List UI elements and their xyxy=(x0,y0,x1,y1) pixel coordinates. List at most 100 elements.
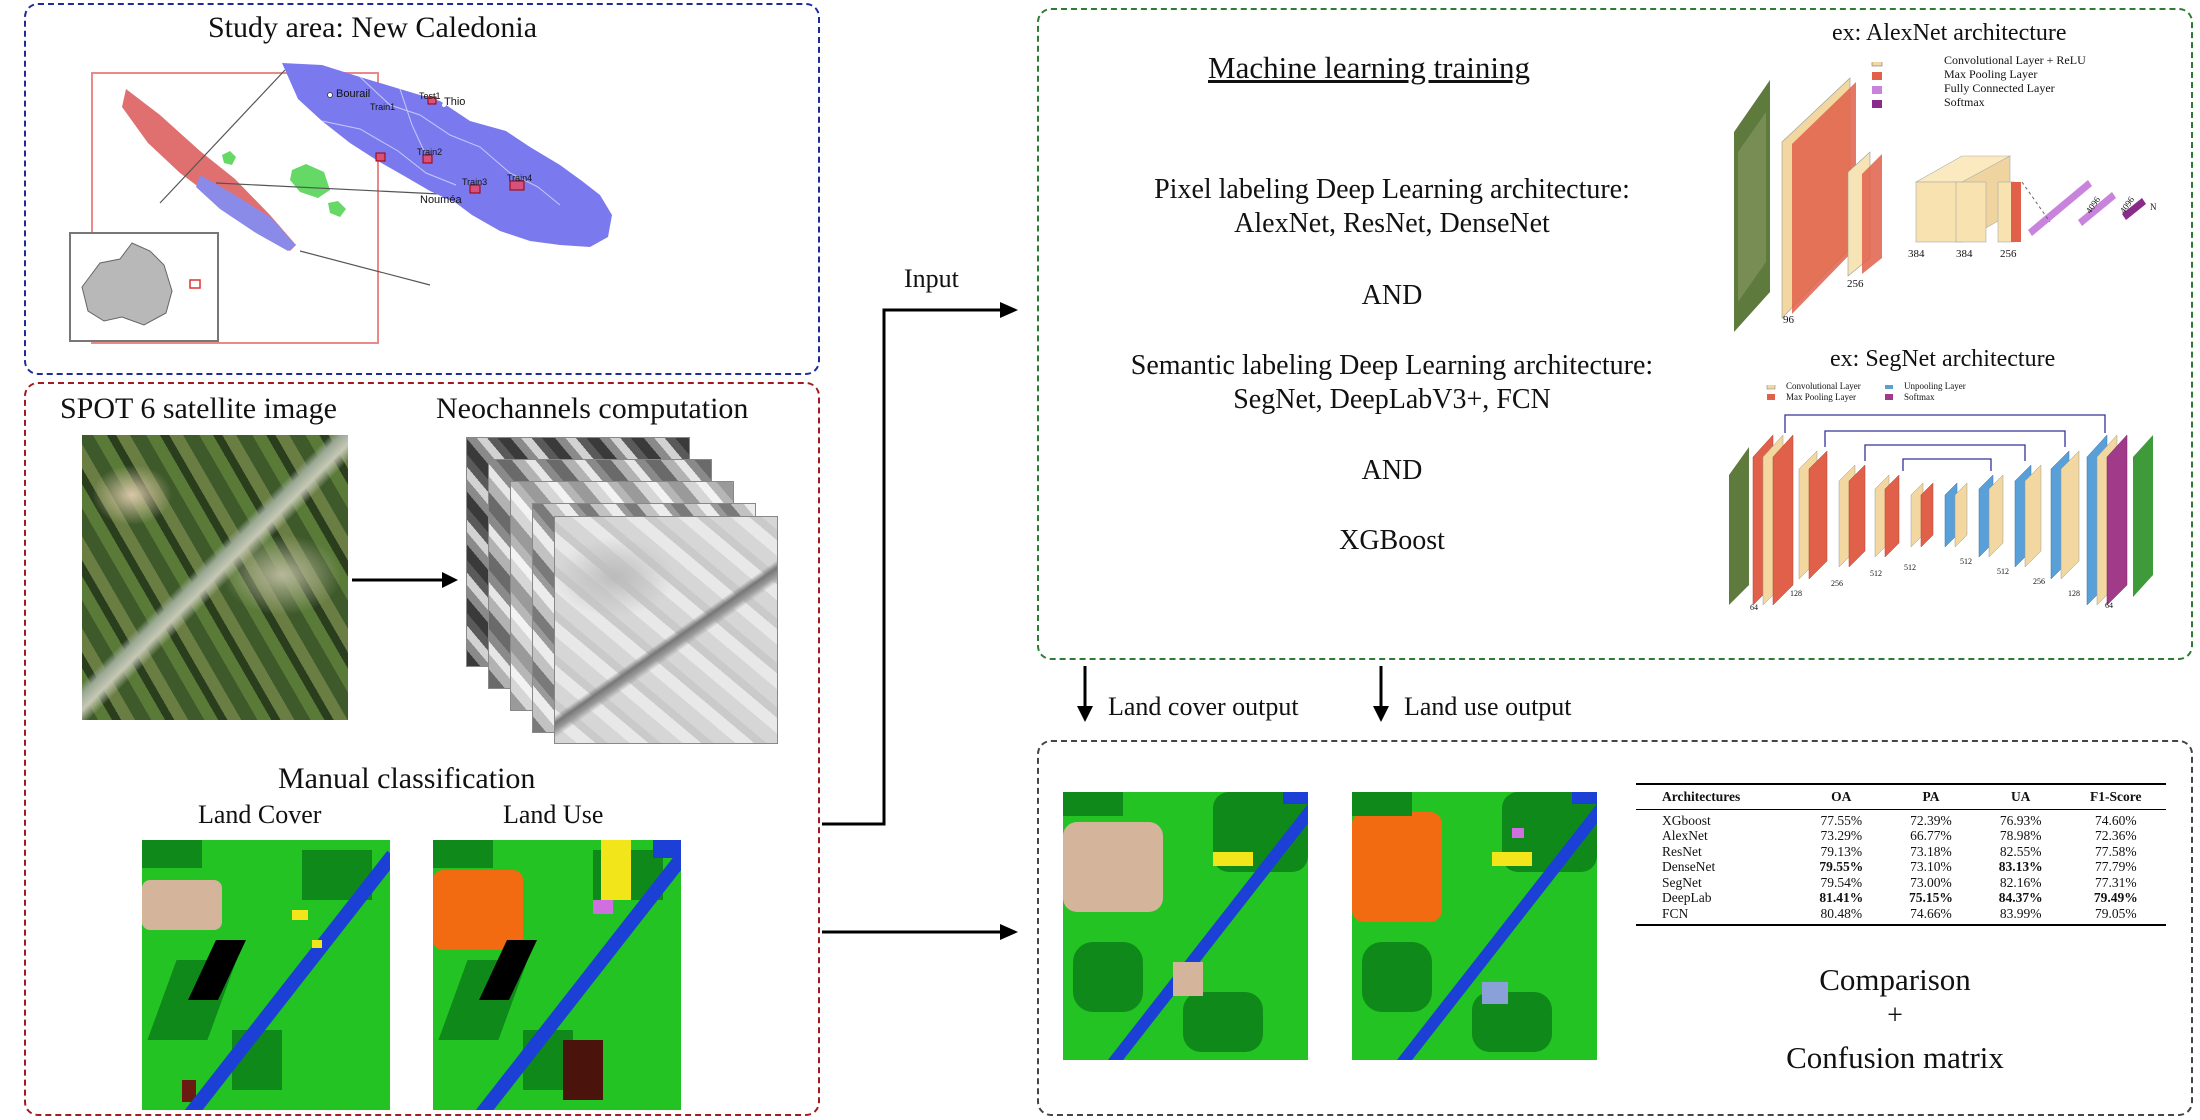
study-area-panel xyxy=(24,3,820,375)
place-thio: Thio xyxy=(444,96,466,108)
table-cell-architecture: AlexNet xyxy=(1662,828,1708,843)
alexnet-size-256a: 256 xyxy=(1847,278,1864,290)
zone-train3: Train3 xyxy=(462,177,488,187)
table-cell-metric: 75.15% xyxy=(1909,890,1953,905)
neochannel-5 xyxy=(554,516,778,744)
table-cell-architecture: ResNet xyxy=(1662,843,1702,859)
alexnet-size-n: N xyxy=(2150,202,2157,212)
segnet-diagram xyxy=(1729,385,2153,606)
place-bourail: Bourail xyxy=(336,88,371,100)
header-f1: F1-Score xyxy=(2090,789,2142,804)
table-cell-architecture: DenseNet xyxy=(1662,859,1716,874)
table-cell-metric: 73.29% xyxy=(1820,828,1863,843)
segnet-size-512b: 512 xyxy=(1904,563,1916,572)
table-cell-metric: 79.05% xyxy=(2094,905,2137,921)
segnet-size-512c: 512 xyxy=(1960,557,1972,566)
header-pa: PA xyxy=(1922,789,1940,804)
table-cell-metric: 77.79% xyxy=(2094,859,2137,874)
segnet-size-256a: 256 xyxy=(1831,579,1843,588)
table-cell-metric: 66.77% xyxy=(1910,828,1952,843)
zone-train4: Train4 xyxy=(507,173,533,183)
semantic-arch-line1: Semantic labeling Deep Learning architec… xyxy=(1130,350,1654,381)
land-use-output-label: Land use output xyxy=(1404,692,1572,721)
table-row: DenseNet 79.55% 73.10% 83.13% 77.79% xyxy=(1636,859,2166,875)
alexnet-legend-softmax: Softmax xyxy=(1944,95,1985,109)
alexnet-size-384a: 384 xyxy=(1908,248,1925,260)
table-cell-metric: 73.00% xyxy=(1910,874,1952,890)
table-cell-metric: 79.13% xyxy=(1820,843,1863,859)
grande-terre-zoom xyxy=(282,63,612,247)
segnet-size-512d: 512 xyxy=(1997,567,2009,576)
zoom-box xyxy=(91,72,379,344)
table-cell-metric: 72.39% xyxy=(1910,812,1952,828)
land-use-label: Land Use xyxy=(503,800,604,829)
table-cell-metric: 79.55% xyxy=(1819,859,1864,874)
table-cell-metric: 77.55% xyxy=(1820,812,1863,828)
new-caledonia-map xyxy=(69,63,612,344)
table-cell-metric: 78.98% xyxy=(1999,828,2042,843)
segnet-size-512a: 512 xyxy=(1870,569,1882,578)
input-data-panel xyxy=(24,382,820,1116)
header-architectures: Architectures xyxy=(1662,789,1741,804)
table-cell-metric: 74.66% xyxy=(1910,905,1952,921)
ml-title: Machine learning training xyxy=(1208,50,1530,85)
table-cell-metric: 81.41% xyxy=(1819,890,1864,905)
segnet-legend-conv: Convolutional Layer xyxy=(1786,381,1861,391)
comparison-label: Comparison xyxy=(1819,962,1971,997)
ml-training-panel xyxy=(1037,8,2193,660)
land-cover-label: Land Cover xyxy=(198,800,322,829)
spot6-image xyxy=(82,435,348,720)
land-cover-map xyxy=(142,840,390,1110)
table-cell-metric: 83.13% xyxy=(1998,859,2043,874)
arrow-spot-to-neo xyxy=(352,572,458,588)
table-cell-metric: 76.93% xyxy=(1999,812,2042,828)
place-noumea: Nouméa xyxy=(420,194,462,206)
spot-title: SPOT 6 satellite image xyxy=(60,392,337,425)
segnet-caption: ex: SegNet architecture xyxy=(1830,346,2056,372)
zone-test1: Test1 xyxy=(419,91,441,101)
alexnet-diagram xyxy=(1734,62,2146,332)
alexnet-legend-fc: Fully Connected Layer xyxy=(1944,81,2055,95)
pixel-arch-line1: Pixel labeling Deep Learning architectur… xyxy=(1154,174,1630,205)
table-cell-metric: 73.18% xyxy=(1910,843,1952,859)
table-cell-architecture: XGboost xyxy=(1662,812,1711,828)
table-cell-architecture: DeepLab xyxy=(1662,890,1712,905)
alexnet-size-256b: 256 xyxy=(2000,248,2017,260)
xgboost-label: XGBoost xyxy=(1339,525,1445,556)
neochannels-title: Neochannels computation xyxy=(436,392,749,425)
table-cell-metric: 79.54% xyxy=(1820,874,1863,890)
input-arrow-label: Input xyxy=(904,264,959,293)
table-cell-metric: 77.31% xyxy=(2094,874,2137,890)
confusion-matrix-label: Confusion matrix xyxy=(1786,1040,2004,1075)
header-ua: UA xyxy=(2010,789,2031,804)
segnet-size-128b: 128 xyxy=(2068,589,2080,598)
table-cell-metric: 82.16% xyxy=(1999,874,2042,890)
table-cell-metric: 73.10% xyxy=(1910,859,1952,874)
alexnet-caption: ex: AlexNet architecture xyxy=(1832,20,2067,46)
segnet-size-64b: 64 xyxy=(2105,601,2113,610)
land-use-output-map xyxy=(1352,792,1597,1060)
segnet-legend-unpool: Unpooling Layer xyxy=(1904,381,1966,391)
land-use-map xyxy=(433,840,681,1110)
land-cover-output-label: Land cover output xyxy=(1108,692,1299,721)
table-cell-metric: 79.49% xyxy=(2093,890,2138,905)
semantic-arch-line2: SegNet, DeepLabV3+, FCN xyxy=(1233,384,1551,415)
and-2: AND xyxy=(1361,455,1423,486)
segnet-legend-softmax: Softmax xyxy=(1904,392,1935,402)
table-cell-metric: 82.55% xyxy=(1999,843,2042,859)
zone-train1: Train1 xyxy=(370,102,396,112)
manual-classification-title: Manual classification xyxy=(278,762,536,795)
alexnet-legend-pool: Max Pooling Layer xyxy=(1944,67,2038,81)
segnet-legend-pool: Max Pooling Layer xyxy=(1786,392,1856,402)
plus-label: + xyxy=(1887,1000,1903,1031)
alexnet-legend-conv: Convolutional Layer + ReLU xyxy=(1944,53,2086,67)
alexnet-size-384b: 384 xyxy=(1956,248,1973,260)
pixel-arch-line2: AlexNet, ResNet, DenseNet xyxy=(1234,208,1550,239)
